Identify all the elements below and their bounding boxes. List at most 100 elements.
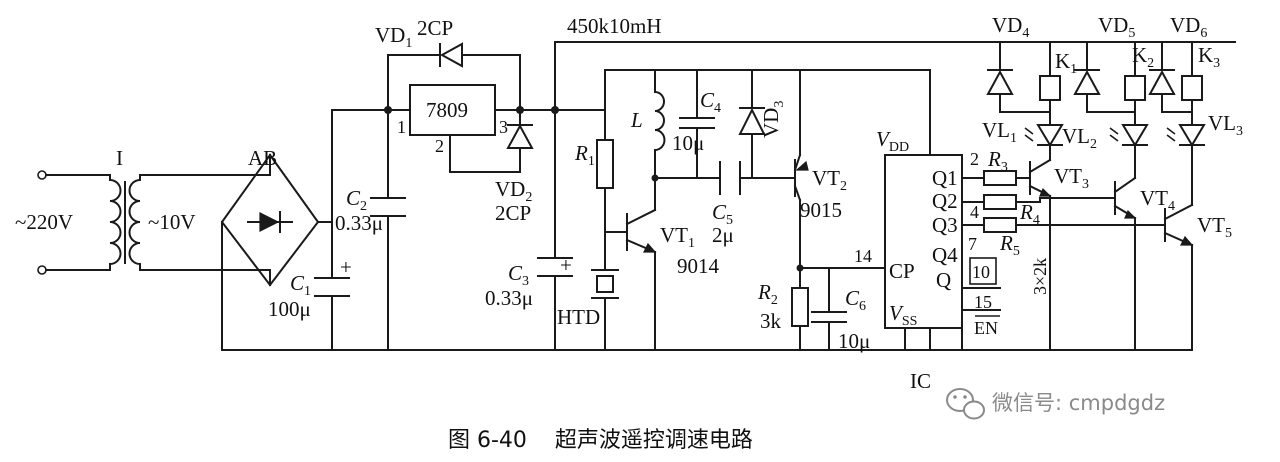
transformer	[108, 178, 142, 266]
label-c4: C4	[700, 88, 721, 116]
junctions	[384, 106, 804, 272]
ac-terminal-top	[37, 170, 47, 180]
diode-vd1	[439, 42, 463, 68]
label-vd2: VD2	[495, 177, 532, 205]
label-c1-plus: +	[340, 255, 352, 279]
label-vt4: VT4	[1140, 186, 1175, 214]
relay-coils	[1039, 75, 1203, 101]
label-reg-pin3: 3	[499, 117, 508, 137]
label-r3: R3	[987, 147, 1008, 175]
label-vt1: VT1	[660, 223, 695, 251]
label-vss: VSS	[889, 301, 917, 329]
label-bridge: AB	[248, 146, 277, 170]
capacitor-c6	[811, 311, 847, 323]
label-q: Q	[936, 268, 951, 292]
ic-counter	[884, 154, 997, 329]
label-vt1-type: 9014	[677, 254, 720, 278]
label-ac-out: ~10V	[148, 210, 196, 234]
resistor-r2	[791, 287, 809, 327]
label-c6: C6	[845, 286, 866, 314]
label-pin7: 7	[968, 234, 977, 254]
label-c6-value: 10μ	[838, 329, 870, 353]
watermark-text: 微信号: cmpdgdz	[992, 391, 1165, 415]
label-r4: R4	[1019, 200, 1040, 228]
resistor-r1	[596, 139, 614, 189]
label-vd2-type: 2CP	[495, 201, 531, 225]
label-r2: R2	[757, 280, 778, 308]
label-r1: R1	[574, 141, 595, 169]
label-c1: C1	[290, 271, 311, 299]
label-c3-value: 0.33μ	[485, 286, 533, 310]
label-vd5: VD5	[1098, 13, 1135, 41]
capacitor-c2	[370, 197, 406, 217]
label-vd6: VD6	[1170, 13, 1207, 41]
label-c3: C3	[508, 261, 529, 289]
label-pin15: 15	[974, 292, 992, 312]
figure-caption: 图 6-40 超声波遥控调速电路	[448, 428, 753, 453]
label-vd3: VD3	[759, 101, 787, 138]
label-r5: R5	[999, 231, 1020, 259]
label-vd1-type: 2CP	[417, 16, 453, 40]
label-l: L	[630, 108, 643, 132]
wechat-watermark: 微信号: cmpdgdz	[946, 388, 1165, 420]
wechat-icon	[946, 388, 985, 420]
label-regulator: 7809	[426, 98, 468, 122]
label-pin4: 4	[970, 202, 979, 222]
label-c1-value: 100μ	[268, 297, 311, 321]
label-c4-value: 10μ	[672, 131, 704, 155]
label-htd: HTD	[557, 305, 600, 329]
label-k2: K2	[1132, 43, 1154, 71]
label-k3: K3	[1198, 43, 1220, 71]
label-q4: Q4	[932, 243, 958, 267]
transistor-vt2	[793, 153, 809, 202]
capacitor-c4	[679, 117, 715, 129]
label-vt2: VT2	[812, 166, 847, 194]
diode-vd3	[738, 107, 766, 135]
label-c3-plus: +	[560, 253, 572, 277]
ac-terminal-bottom	[37, 265, 47, 275]
label-ac-in: ~220V	[15, 210, 73, 234]
label-vl3: VL3	[1208, 111, 1243, 139]
label-vd4: VD4	[992, 13, 1029, 41]
label-vt2-type: 9015	[800, 198, 842, 222]
transistor-vt1	[625, 208, 657, 254]
label-pin2: 2	[970, 149, 979, 169]
capacitor-c5	[719, 161, 741, 195]
label-c5-value: 2μ	[712, 223, 734, 247]
diodes-vd4-vd6	[986, 69, 1176, 95]
label-q3: Q3	[932, 213, 958, 237]
label-choke: 450k10mH	[567, 14, 662, 38]
label-k1: K1	[1055, 49, 1077, 77]
label-q1: Q1	[932, 166, 958, 190]
capacitor-c1	[314, 277, 350, 297]
label-en: EN	[974, 318, 998, 338]
label-c2: C2	[346, 186, 367, 214]
label-r-value: 3×2k	[1030, 258, 1050, 295]
label-transformer: I	[116, 146, 123, 170]
label-vd1: VD1	[375, 23, 412, 51]
label-pin10: 10	[972, 262, 990, 282]
resistor-array	[983, 170, 1017, 233]
label-reg-pin2: 2	[435, 136, 444, 156]
label-pin14: 14	[854, 246, 872, 266]
label-vdd: VDD	[876, 127, 909, 155]
label-ic: IC	[910, 369, 931, 393]
leds	[1024, 124, 1206, 147]
label-c2-value: 0.33μ	[335, 211, 383, 235]
transistors-vt3-vt5	[1028, 158, 1194, 247]
regulator-7809	[409, 84, 496, 136]
label-c5: C5	[712, 200, 733, 228]
bridge-rectifier	[220, 153, 320, 287]
label-q2: Q2	[932, 189, 958, 213]
labels: I ~220V ~10V AB VD1 2CP 450k10mH 7809 1 …	[15, 13, 1243, 393]
label-r2-value: 3k	[760, 309, 782, 333]
wires	[37, 41, 1236, 351]
label-cp: CP	[889, 259, 915, 283]
label-reg-pin1: 1	[397, 117, 406, 137]
inductor-l	[653, 90, 666, 152]
label-vt5: VT5	[1197, 213, 1232, 241]
transducer-htd	[591, 269, 619, 299]
capacitor-c3	[537, 257, 573, 277]
